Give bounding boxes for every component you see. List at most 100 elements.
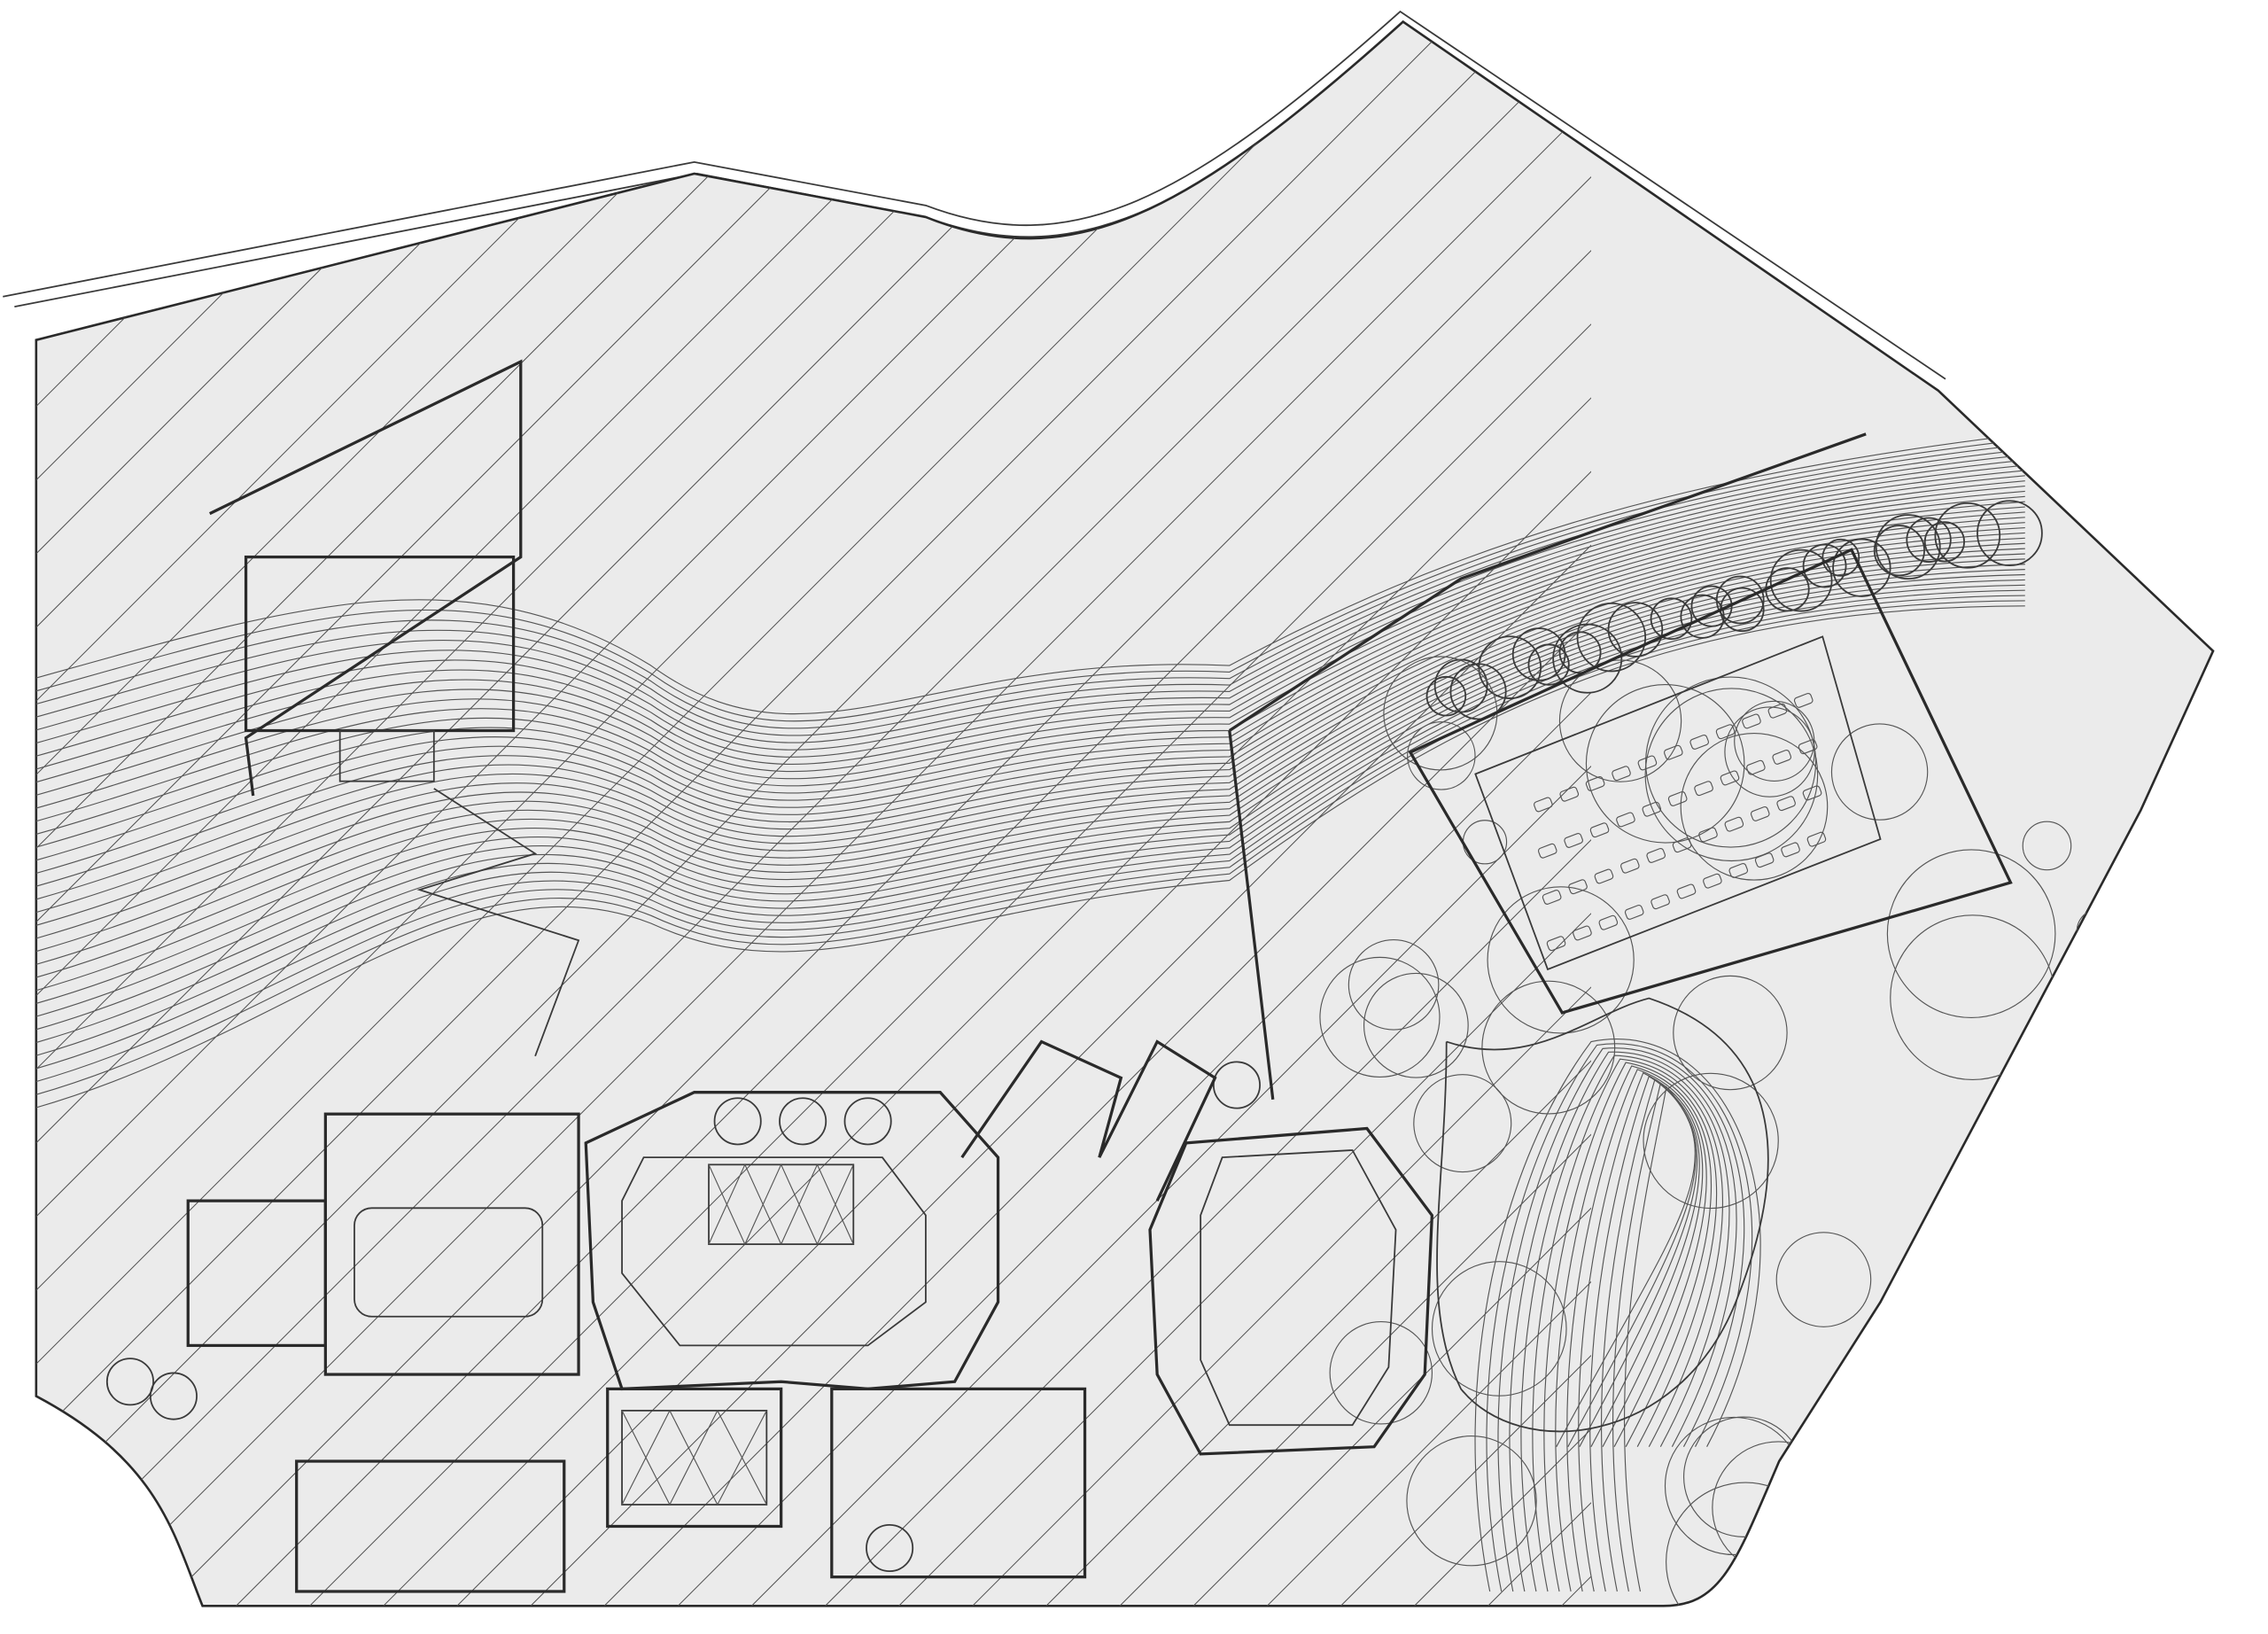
solar-panel	[1742, 713, 1761, 729]
tree-canopy	[1363, 972, 1469, 1078]
tree-canopy	[1607, 602, 1664, 657]
contour-line	[1555, 1065, 1713, 1592]
solar-panel	[1715, 724, 1736, 740]
contour-line	[35, 490, 2025, 824]
solar-panel-rows	[1534, 692, 1827, 952]
tree-canopy	[1481, 980, 1616, 1115]
contour-line	[35, 517, 2025, 890]
south-east-wing	[830, 1387, 1087, 1579]
solar-panel	[1642, 801, 1662, 817]
pavilion-pool	[1200, 1149, 1397, 1427]
contour-line	[35, 573, 2025, 1032]
contour-line	[35, 532, 2025, 929]
solar-panel	[1728, 862, 1749, 878]
skylight-cross	[708, 1164, 854, 1245]
contour-line	[1474, 1039, 1761, 1592]
solar-panel	[1564, 833, 1583, 848]
solar-panel	[1651, 894, 1670, 910]
central-courtyard	[621, 1156, 927, 1347]
tree-canopies	[105, 500, 2214, 1607]
solar-array-frame	[1474, 635, 1882, 971]
contour-line	[35, 537, 2025, 941]
contour-line	[35, 579, 2025, 1046]
solar-panel	[1746, 759, 1766, 775]
tree-canopy	[105, 1358, 154, 1406]
contour-line	[35, 475, 2025, 785]
contour-line	[35, 584, 2025, 1059]
contour-line	[35, 464, 2025, 759]
tree-canopy	[1212, 1061, 1261, 1109]
tree-canopy	[2022, 821, 2072, 871]
tree-canopy	[2058, 1118, 2158, 1218]
solar-panel	[1568, 879, 1588, 895]
contour-line	[35, 542, 2025, 954]
tree-canopy	[1923, 521, 1965, 563]
tree-canopy	[1832, 538, 1891, 597]
tree-canopy	[1650, 597, 1693, 640]
solar-panel	[1754, 852, 1775, 868]
contour-line	[1589, 1075, 1700, 1592]
tree-canopy	[779, 1097, 827, 1146]
contour-line	[35, 548, 2025, 968]
tree-canopy	[1680, 732, 1829, 881]
tree-canopy	[1644, 688, 1819, 862]
tree-canopy	[1645, 676, 1817, 848]
contour-line	[35, 470, 2025, 772]
tree-canopy	[1576, 602, 1647, 673]
east-driveway	[1436, 997, 1769, 1433]
tree-canopy	[1433, 658, 1488, 713]
solar-panel	[1546, 936, 1566, 952]
tree-canopy	[1585, 684, 1745, 844]
tree-canopy	[1724, 706, 1815, 798]
tree-canopy	[2100, 1187, 2214, 1341]
tree-canopy	[149, 1372, 198, 1420]
solar-panel	[1703, 873, 1722, 889]
solar-panel	[1534, 797, 1553, 813]
solar-panel	[1612, 766, 1631, 782]
west-pool	[353, 1207, 544, 1318]
contour-line	[1567, 1082, 1697, 1592]
tree-canopy	[1977, 500, 2043, 567]
tree-canopy	[1802, 543, 1847, 588]
solar-panel	[1542, 890, 1562, 905]
tree-canopy	[1413, 1074, 1512, 1173]
solar-panel	[1559, 786, 1580, 802]
solar-panel	[1750, 805, 1770, 821]
upper-building	[209, 359, 523, 797]
solar-panel	[1672, 837, 1692, 853]
tree-canopy	[1915, 1227, 1995, 1308]
solar-panel	[1806, 831, 1827, 847]
footpath	[416, 788, 580, 1057]
solar-panel	[1620, 858, 1640, 874]
solar-panel	[1646, 847, 1666, 863]
east-link	[960, 1039, 1217, 1202]
contour-lines	[35, 433, 2025, 1592]
west-wing	[323, 1112, 580, 1376]
tree-canopy	[1558, 659, 1682, 782]
tree-canopy	[1953, 1457, 2070, 1573]
south-skylight-cross	[621, 1410, 767, 1506]
contour-line	[35, 553, 2025, 980]
tree-canopy	[1552, 623, 1623, 694]
contour-line	[1532, 1058, 1723, 1592]
tree-canopy	[1319, 956, 1441, 1078]
contour-line	[35, 439, 2025, 722]
contour-line	[35, 522, 2025, 902]
tree-canopy	[1775, 1232, 1872, 1327]
solar-panel	[1698, 827, 1718, 843]
tree-canopy	[1921, 1210, 2039, 1327]
tree-canopy	[1407, 721, 1476, 790]
tree-canopy	[2144, 1253, 2210, 1319]
contour-line	[35, 527, 2025, 915]
north-east-platform	[1228, 432, 1867, 1101]
tree-canopy	[1449, 663, 1507, 720]
contour-line	[1497, 1047, 1745, 1592]
south-west-wing	[295, 1459, 566, 1593]
contour-line	[35, 459, 2025, 751]
solar-panel	[1802, 785, 1822, 801]
tree-canopy	[1927, 1341, 2038, 1451]
tree-canopy	[1934, 502, 2001, 569]
tree-canopy	[1873, 525, 1925, 577]
contour-line	[35, 511, 2025, 876]
